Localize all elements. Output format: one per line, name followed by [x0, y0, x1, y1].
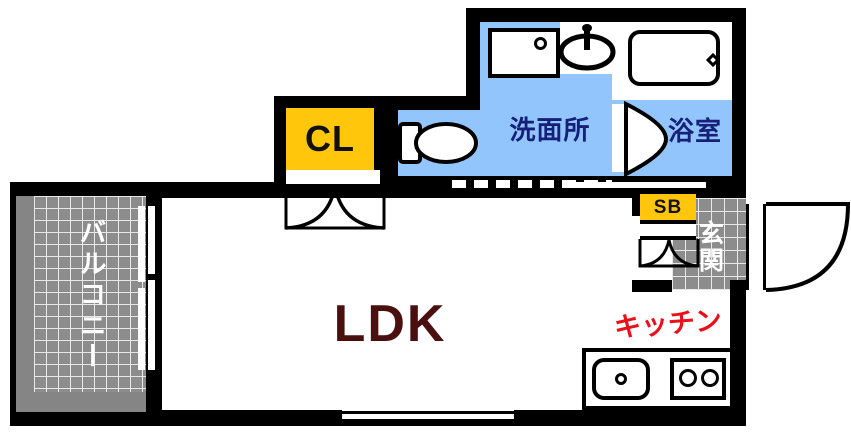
balcony-wall-bottom	[10, 412, 150, 426]
balcony-wall-top	[10, 182, 150, 196]
sink-drain-icon	[615, 373, 627, 385]
entrance-door-icon[interactable]	[764, 200, 851, 296]
entrance-wall-step	[632, 280, 672, 292]
stove-burner-right-icon	[701, 369, 719, 387]
wetblock-wall-right	[732, 8, 746, 190]
washing-machine-icon	[488, 28, 560, 78]
shoebox-doors-icon[interactable]	[638, 238, 700, 268]
kitchen-label: キッチン	[613, 304, 723, 343]
wall-kitchen-divider	[730, 280, 746, 320]
shoebox-border	[640, 220, 696, 224]
wetblock-wall-left-lower	[384, 96, 480, 110]
toilet-icon	[398, 122, 478, 164]
balcony-railing-bottom	[14, 392, 146, 412]
wall-right-lower	[730, 290, 746, 426]
closet-doors-icon[interactable]	[284, 184, 386, 230]
wall-ldk-top-left	[146, 182, 276, 198]
wetblock-wall-left-upper	[466, 8, 480, 98]
stove-burner-left-icon	[679, 369, 697, 387]
balcony-railing	[14, 196, 34, 412]
shoebox-door-opening	[640, 224, 696, 236]
closet-fill-notch	[286, 108, 362, 170]
shoebox-border2	[640, 236, 696, 240]
balcony-wall-left	[10, 182, 16, 426]
balcony-sliding-door-icon[interactable]	[134, 200, 162, 376]
entrance-wall-left	[632, 190, 642, 216]
washbasin-icon	[558, 24, 616, 71]
washroom-door-icon[interactable]	[452, 180, 612, 188]
entrance-door-panel[interactable]	[746, 204, 766, 290]
balcony-floor	[34, 196, 146, 392]
washroom-door-panel[interactable]	[566, 182, 706, 188]
bath-door-panel[interactable]	[612, 104, 626, 172]
wetblock-wall-top	[466, 8, 746, 22]
closet-door-opening	[286, 170, 380, 184]
wetblock-wall-left-vert	[384, 96, 398, 190]
ldk-label: LDK	[333, 295, 447, 353]
washing-machine-dial-icon	[534, 37, 547, 50]
bath-door-icon[interactable]	[624, 100, 669, 178]
shoebox-fill	[640, 194, 696, 220]
ldk-window-icon[interactable]	[342, 404, 514, 424]
